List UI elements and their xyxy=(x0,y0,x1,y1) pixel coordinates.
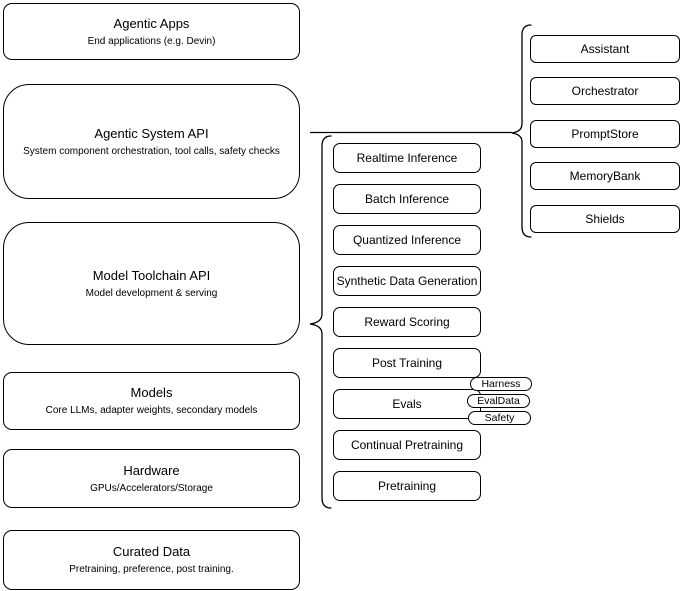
tag-harness: Harness xyxy=(470,377,532,391)
box-hardware: Hardware GPUs/Accelerators/Storage xyxy=(3,449,300,508)
box-agentic-system-api: Agentic System API System component orch… xyxy=(3,84,300,199)
box-subtitle: Core LLMs, adapter weights, secondary mo… xyxy=(45,405,258,416)
box-title: Curated Data xyxy=(112,544,191,559)
box-subtitle: End applications (e.g. Devin) xyxy=(87,35,216,47)
box-pretraining: Pretraining xyxy=(333,471,481,501)
box-quantized-inference: Quantized Inference xyxy=(333,225,481,255)
box-title: Agentic System API xyxy=(94,125,209,141)
box-continual-pretraining: Continual Pretraining xyxy=(333,430,481,460)
box-subtitle: Model development & serving xyxy=(85,287,218,299)
box-model-toolchain-api: Model Toolchain API Model development & … xyxy=(3,222,300,345)
box-title: Agentic Apps xyxy=(113,15,190,31)
box-subtitle: Pretraining, preference, post training. xyxy=(69,564,234,575)
box-agentic-apps: Agentic Apps End applications (e.g. Devi… xyxy=(3,3,300,60)
brace-middle-column xyxy=(309,135,332,509)
box-title: Model Toolchain API xyxy=(92,267,211,283)
box-evals: Evals xyxy=(333,389,481,419)
tag-evaldata: EvalData xyxy=(467,394,530,408)
box-subtitle: System component orchestration, tool cal… xyxy=(23,145,280,157)
box-memorybank: MemoryBank xyxy=(530,162,680,190)
box-promptstore: PromptStore xyxy=(530,120,680,148)
box-realtime-inference: Realtime Inference xyxy=(333,143,481,173)
brace-right-column xyxy=(511,24,532,238)
box-curated-data: Curated Data Pretraining, preference, po… xyxy=(3,530,300,590)
box-reward-scoring: Reward Scoring xyxy=(333,307,481,337)
box-synthetic-data-generation: Synthetic Data Generation xyxy=(333,266,481,296)
box-batch-inference: Batch Inference xyxy=(333,184,481,214)
box-models: Models Core LLMs, adapter weights, secon… xyxy=(3,372,300,430)
box-title: Hardware xyxy=(123,462,180,478)
box-post-training: Post Training xyxy=(333,348,481,378)
box-shields: Shields xyxy=(530,205,680,233)
box-title: Models xyxy=(130,385,173,400)
box-subtitle: GPUs/Accelerators/Storage xyxy=(90,482,213,494)
box-assistant: Assistant xyxy=(530,35,680,63)
tag-safety: Safety xyxy=(468,411,531,425)
box-orchestrator: Orchestrator xyxy=(530,77,680,105)
